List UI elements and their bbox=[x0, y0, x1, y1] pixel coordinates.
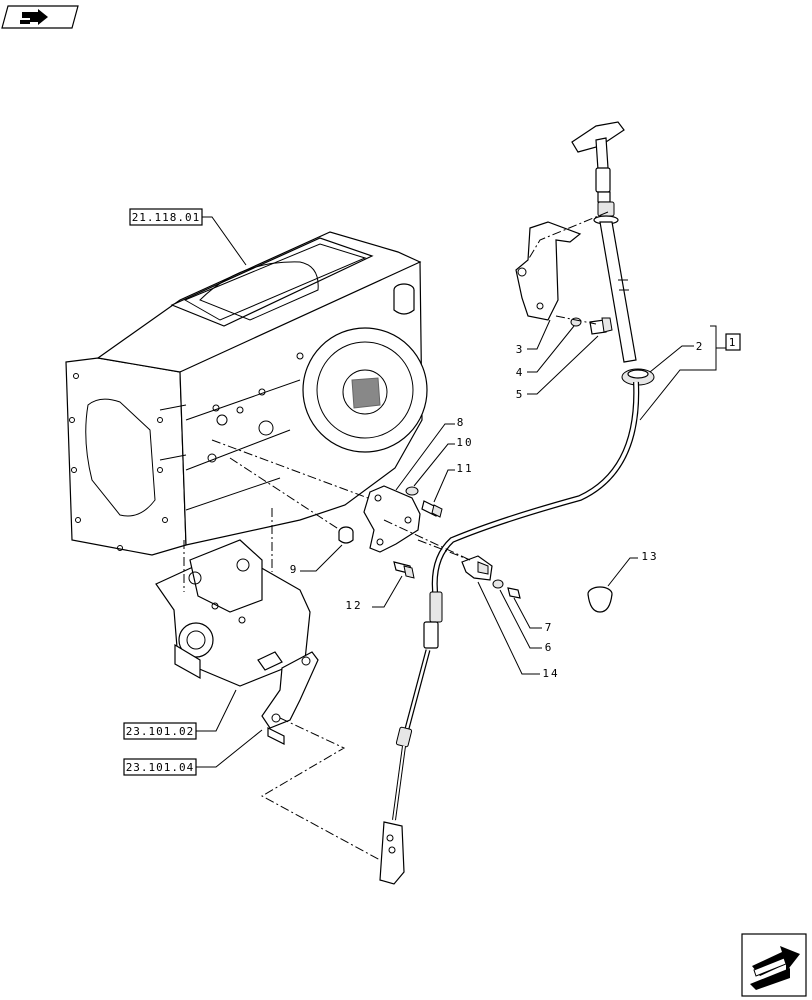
svg-text:23.101.02: 23.101.02 bbox=[126, 725, 195, 738]
svg-text:2: 2 bbox=[696, 340, 705, 353]
callout-5: 5 bbox=[516, 388, 525, 401]
callout-13: 13 bbox=[641, 550, 658, 563]
callout-12: 12 bbox=[345, 599, 362, 612]
callout-7: 7 bbox=[545, 621, 554, 634]
svg-text:1: 1 bbox=[729, 336, 738, 349]
svg-text:11: 11 bbox=[456, 462, 473, 475]
svg-text:8: 8 bbox=[457, 416, 466, 429]
plug bbox=[587, 586, 613, 613]
cable-bracket bbox=[515, 221, 613, 335]
svg-text:9: 9 bbox=[290, 563, 299, 576]
svg-text:12: 12 bbox=[345, 599, 362, 612]
svg-text:3: 3 bbox=[516, 343, 525, 356]
callout-6: 6 bbox=[545, 641, 554, 654]
cable-clip bbox=[461, 555, 521, 599]
svg-text:14: 14 bbox=[542, 667, 559, 680]
svg-text:6: 6 bbox=[545, 641, 554, 654]
svg-text:10: 10 bbox=[456, 436, 473, 449]
transmission-housing bbox=[65, 231, 428, 556]
callout-14: 14 bbox=[542, 667, 559, 680]
reference-23-101-02[interactable]: 23.101.02 bbox=[123, 722, 197, 740]
svg-text:4: 4 bbox=[516, 366, 525, 379]
callout-3: 3 bbox=[516, 343, 525, 356]
callout-4: 4 bbox=[516, 366, 525, 379]
mounting-bracket bbox=[338, 485, 443, 579]
lift-housing bbox=[155, 539, 311, 687]
callout-9: 9 bbox=[290, 563, 299, 576]
svg-text:5: 5 bbox=[516, 388, 525, 401]
svg-text:13: 13 bbox=[641, 550, 658, 563]
callout-10: 10 bbox=[456, 436, 473, 449]
svg-text:7: 7 bbox=[545, 621, 554, 634]
svg-text:23.101.04: 23.101.04 bbox=[126, 761, 195, 774]
callout-1: 1 bbox=[725, 333, 741, 351]
assembly-lines bbox=[183, 211, 609, 861]
svg-text:21.118.01: 21.118.01 bbox=[132, 211, 201, 224]
next-page-arrow-icon[interactable] bbox=[741, 933, 807, 997]
callout-11: 11 bbox=[456, 462, 473, 475]
reference-23-101-04[interactable]: 23.101.04 bbox=[123, 758, 197, 776]
control-cable bbox=[379, 121, 655, 885]
callout-8: 8 bbox=[457, 416, 466, 429]
callout-2: 2 bbox=[696, 340, 705, 353]
navigation-arrow-icon[interactable] bbox=[1, 5, 79, 29]
lift-arm bbox=[261, 651, 319, 745]
reference-21-118-01[interactable]: 21.118.01 bbox=[129, 208, 203, 226]
